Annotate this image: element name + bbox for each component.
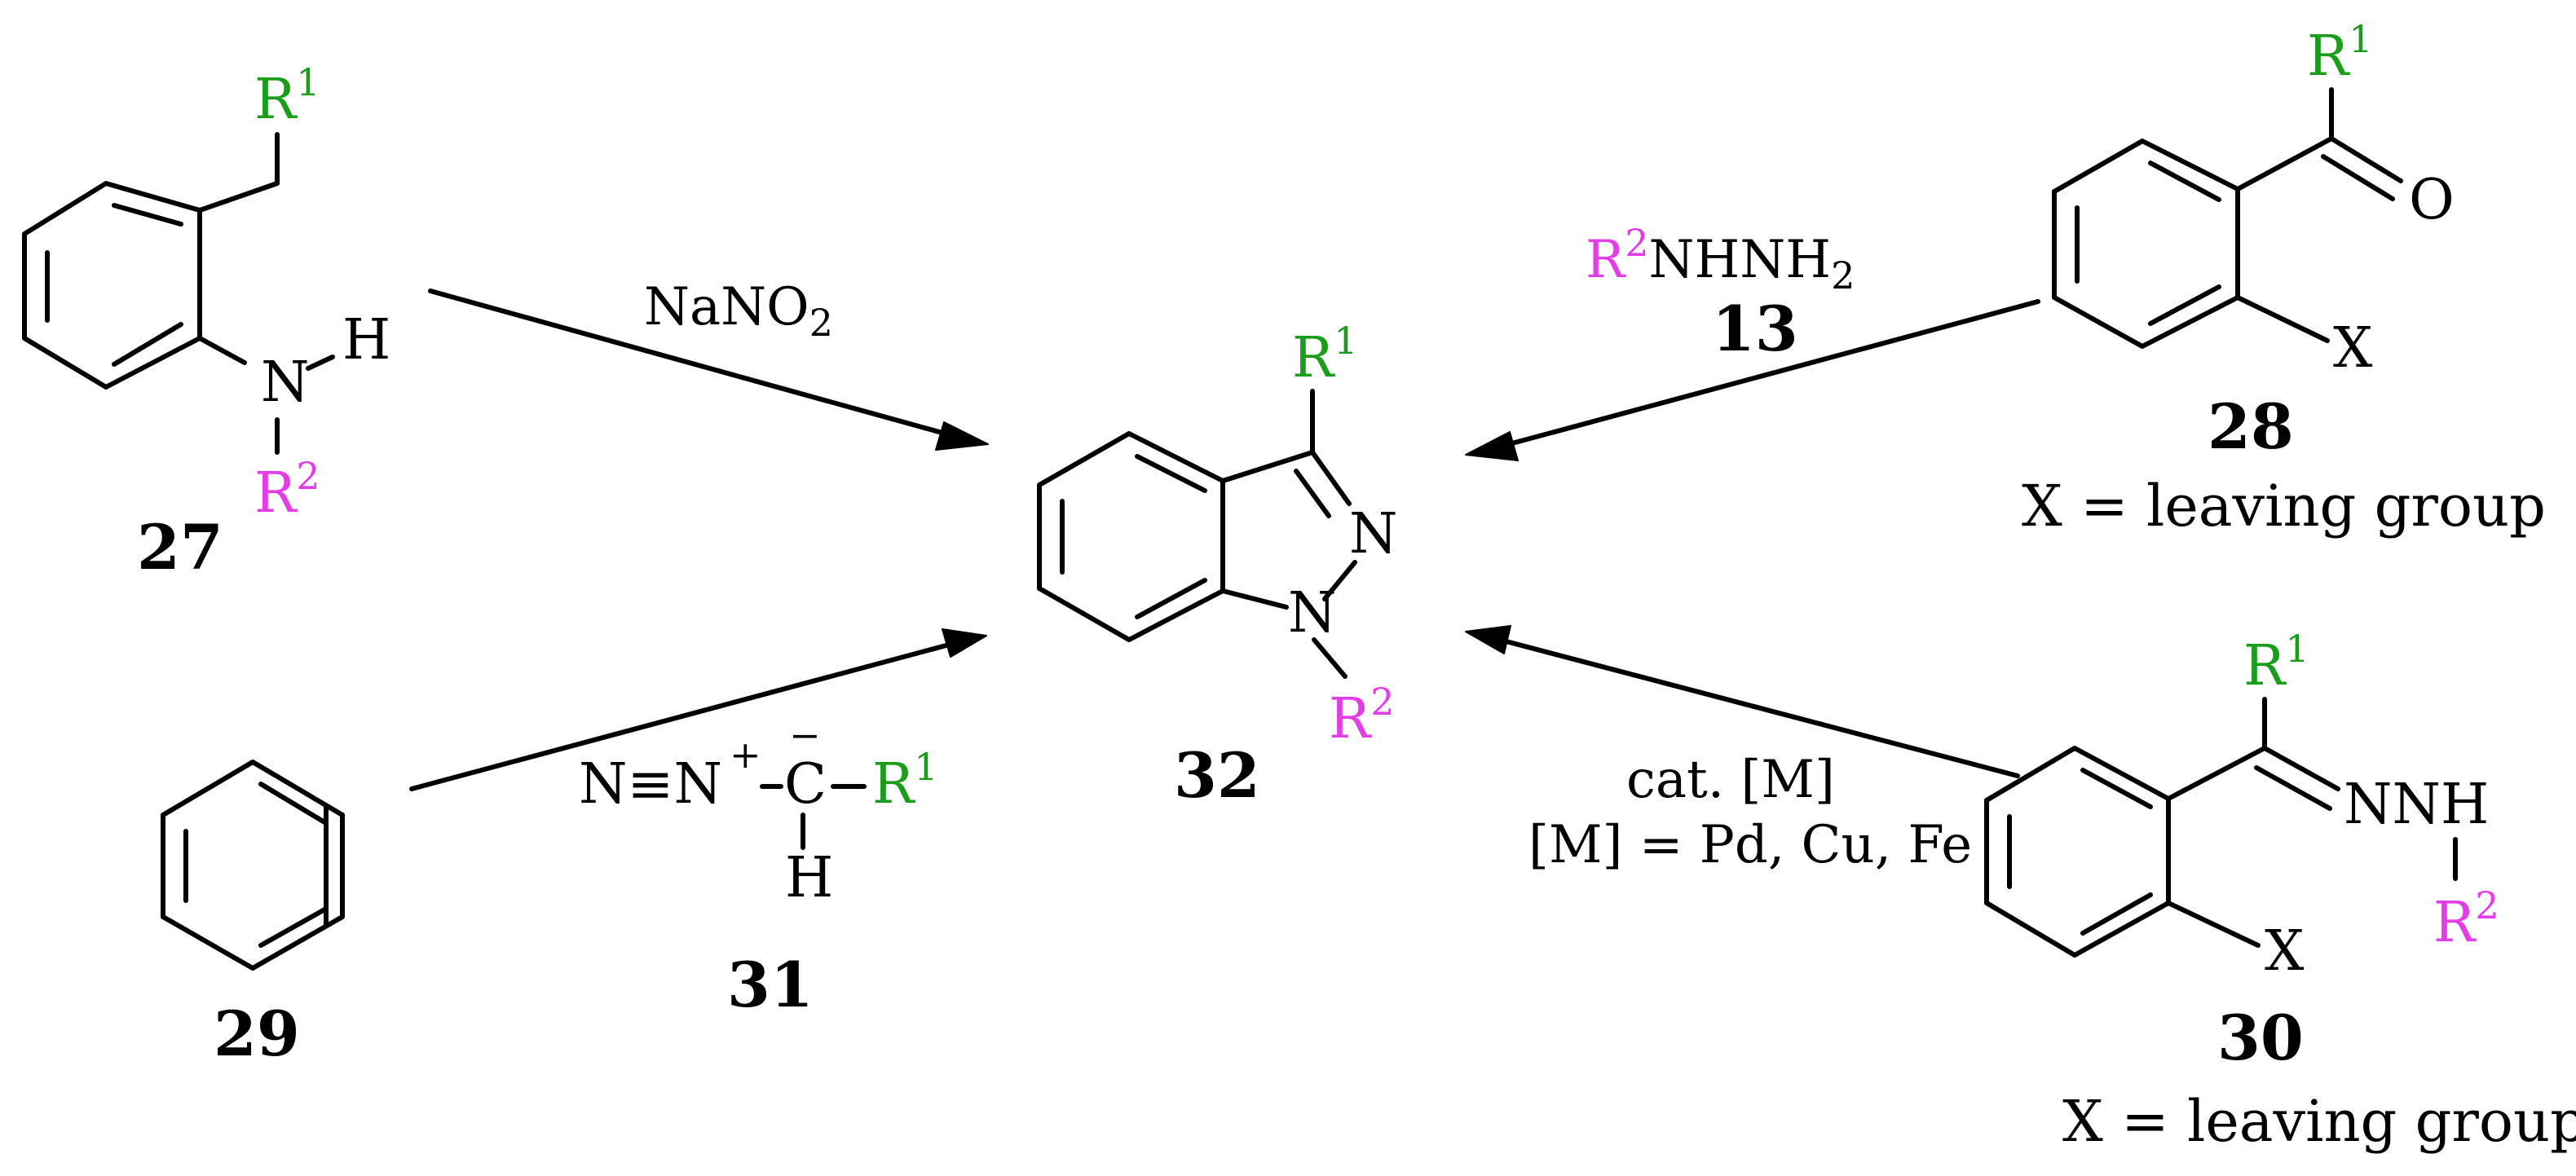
compound-29: 29	[161, 760, 345, 1070]
arrow-28-to-32	[1465, 299, 2040, 461]
bond-ch2	[197, 181, 280, 213]
benzene-ring-32	[1037, 431, 1225, 642]
benzene-ring-28	[2052, 139, 2240, 349]
r2-label-27: R2	[254, 454, 320, 526]
ring-double-bond	[2148, 161, 2221, 202]
arrow-shaft	[1498, 299, 2040, 449]
x-label-28: X	[2333, 316, 2373, 381]
arrowhead	[1465, 431, 1519, 461]
diazo-plus-charge: +	[730, 733, 761, 777]
ring-double-bond	[112, 203, 183, 227]
arrow-shaft	[428, 288, 956, 438]
bond-n1-r2	[1312, 637, 1348, 679]
compound-number-13: 13	[1712, 293, 1798, 365]
bond-c-o	[2329, 136, 2403, 183]
nitrogen-27: N	[261, 350, 310, 415]
reagent-hydrazine: R2NHNH2	[1586, 221, 1855, 297]
compound-30: R1 NNH X R2 30 X = leaving group	[1984, 627, 2576, 1155]
bond-c-n-double	[2254, 765, 2332, 811]
benzyne-ring-29	[161, 760, 345, 971]
r2-label-30: R2	[2433, 883, 2499, 955]
arrow-29-to-32	[409, 628, 987, 791]
bond-ring-imine-c	[2166, 746, 2267, 801]
compound-number-29: 29	[214, 998, 300, 1070]
ring-double-bond	[258, 782, 329, 826]
compound-number-30: 30	[2217, 1002, 2304, 1074]
compound-number-27: 27	[137, 511, 223, 584]
compound-number-32: 32	[1174, 739, 1260, 812]
nnh-group-30: NNH	[2344, 773, 2489, 837]
bond-c-o-double	[2321, 154, 2395, 201]
r2-label-32: R2	[1329, 680, 1394, 751]
bond-ring-x	[2235, 295, 2330, 343]
diazo-hydrogen: H	[785, 846, 833, 910]
r1-label-32: R1	[1292, 319, 1357, 390]
x-label-30: X	[2265, 919, 2305, 984]
oxygen-28: O	[2409, 168, 2455, 232]
bond-c7a-n1	[1220, 588, 1289, 610]
ring-double-bond	[2148, 284, 2221, 326]
diazo-carbon: C	[784, 752, 827, 817]
bond-ring-x	[2166, 901, 2261, 948]
benzene-ring-27	[22, 181, 202, 390]
ring-double-bond	[258, 906, 329, 948]
compound-number-28: 28	[2208, 390, 2294, 463]
compound-27: R1 N H R2 27	[22, 60, 390, 584]
ring-double-bond	[2080, 768, 2153, 809]
ring-double-bond	[112, 322, 183, 367]
r1-label-28: R1	[2307, 17, 2372, 89]
bond-n2-n1	[1322, 560, 1357, 601]
nitrogen-n1-32: N	[1288, 581, 1337, 645]
r1-label-30: R1	[2243, 627, 2309, 698]
arrow-shaft	[409, 641, 955, 791]
arrow-30-to-32	[1465, 625, 2020, 778]
leaving-group-note-30: X = leaving group	[2062, 1088, 2576, 1155]
arrow-shaft	[1498, 637, 2020, 778]
arrow-27-to-32	[428, 288, 989, 451]
bond-ring-carbonyl	[2235, 136, 2334, 192]
benzene-ring-30	[1984, 746, 2171, 958]
compound-28: R1 O X 28 X = leaving group	[2022, 17, 2546, 540]
r1-label-31: R1	[872, 745, 937, 817]
hydrogen-27: H	[342, 308, 390, 372]
nitrogen-n2-32: N	[1349, 502, 1398, 566]
compound-number-31: 31	[727, 949, 814, 1021]
arrowhead	[935, 421, 989, 451]
compound-32: R1 N N R2 32	[1037, 319, 1398, 812]
bond-c3a-c3	[1220, 450, 1315, 483]
ring-double-bond	[1135, 454, 1207, 493]
ring-double-bond	[1135, 578, 1207, 619]
leaving-group-note-28: X = leaving group	[2022, 473, 2546, 540]
reagent-hydrazine-13: R2NHNH2 13	[1586, 221, 1855, 365]
catalyst-line-2: [M] = Pd, Cu, Fe	[1528, 815, 1972, 875]
compound-31: N≡N + C − R1 H 31	[579, 713, 937, 1021]
catalyst-line-1: cat. [M]	[1626, 750, 1835, 810]
arrowhead	[942, 628, 987, 658]
r1-label-27: R1	[254, 60, 320, 132]
bond-c-n	[2262, 746, 2340, 791]
diazo-minus-charge: −	[789, 713, 821, 757]
bond-n-h	[306, 355, 335, 371]
bond-c3-n2	[1310, 450, 1352, 506]
reagent-nano2: NaNO2	[644, 277, 833, 345]
arrowhead	[1465, 625, 1511, 654]
ring-double-bond	[2080, 892, 2153, 936]
bond-c3-n2-double	[1294, 469, 1331, 518]
diazo-n-n: N≡N	[579, 752, 722, 817]
bond-ring-n	[197, 336, 247, 365]
